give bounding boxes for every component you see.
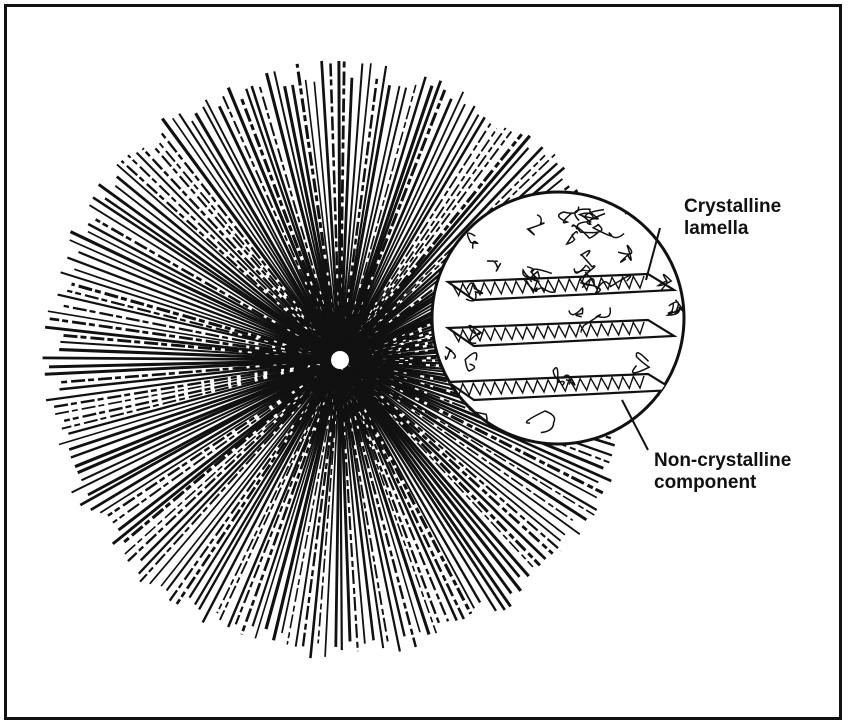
amorphous-chain [660,403,682,420]
label-non-crystalline-component: Non-crystalline component [654,450,791,494]
label-line: Crystalline [684,196,781,218]
amorphous-chain [677,239,709,259]
inset-circle [432,192,684,444]
label-line: lamella [684,218,781,240]
amorphous-chain [653,202,666,218]
label-line: component [654,472,791,494]
label-line: Non-crystalline [654,450,791,472]
spherulite-nucleus [331,351,349,369]
label-crystalline-lamella: Crystalline lamella [684,196,781,240]
